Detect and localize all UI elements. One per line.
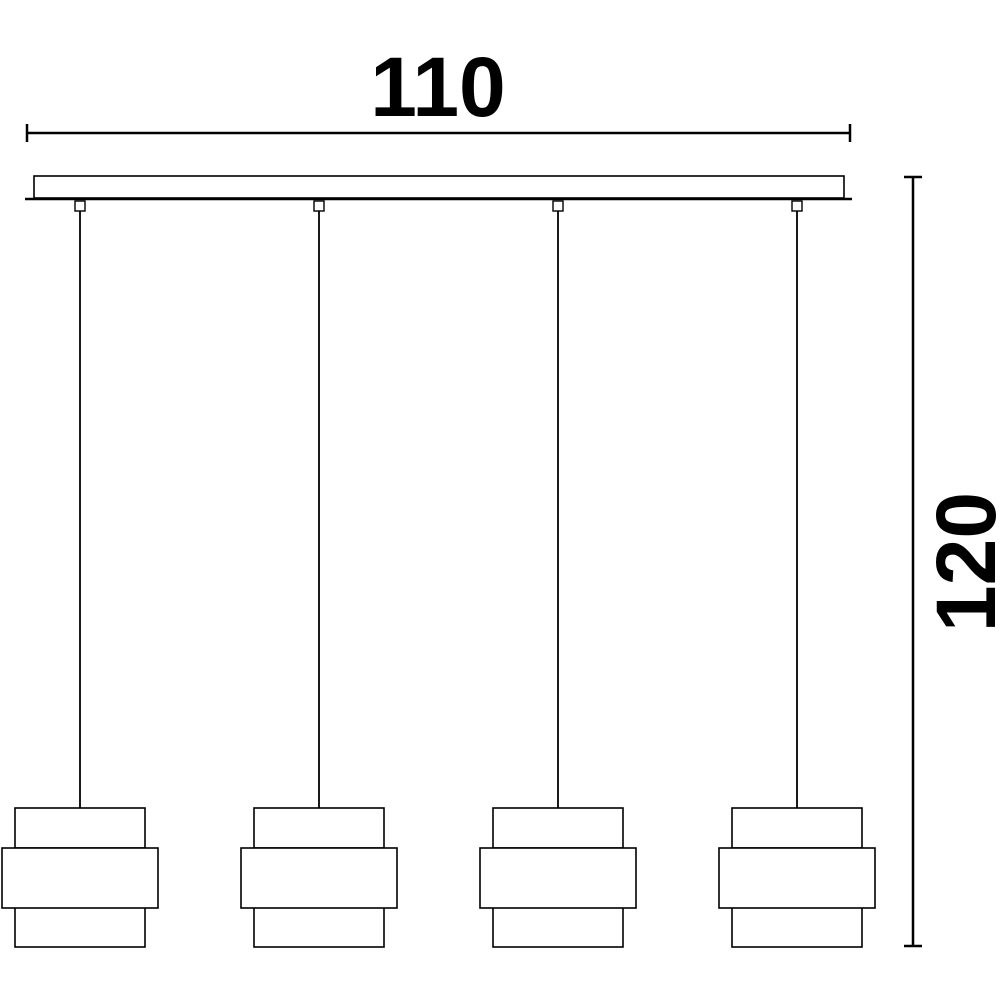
ceiling-canopy bbox=[25, 175, 852, 201]
height-dimension-label: 120 bbox=[919, 492, 1000, 632]
cable-grip bbox=[791, 200, 803, 212]
shade-top-ring bbox=[14, 807, 146, 849]
width-dimension-label: 110 bbox=[370, 40, 506, 134]
pendants bbox=[1, 200, 876, 948]
shade-middle-ring bbox=[718, 847, 876, 909]
shade-bottom-ring bbox=[492, 906, 624, 948]
pendant-3 bbox=[479, 200, 637, 948]
shade-bottom-ring bbox=[14, 906, 146, 948]
cable-grip bbox=[74, 200, 86, 212]
shade-middle-ring bbox=[1, 847, 159, 909]
shade-middle-ring bbox=[240, 847, 398, 909]
cable-grip bbox=[552, 200, 564, 212]
shade-top-ring bbox=[492, 807, 624, 849]
shade-bottom-ring bbox=[253, 906, 385, 948]
height-dimension: 120 bbox=[904, 175, 1000, 948]
pendant-1 bbox=[1, 200, 159, 948]
shade-bottom-ring bbox=[731, 906, 863, 948]
shade-top-ring bbox=[731, 807, 863, 849]
cable-grip bbox=[313, 200, 325, 212]
width-dimension: 110 bbox=[25, 40, 852, 142]
canopy-plate bbox=[33, 175, 845, 199]
pendant-4 bbox=[718, 200, 876, 948]
shade-middle-ring bbox=[479, 847, 637, 909]
shade-top-ring bbox=[253, 807, 385, 849]
pendant-2 bbox=[240, 200, 398, 948]
